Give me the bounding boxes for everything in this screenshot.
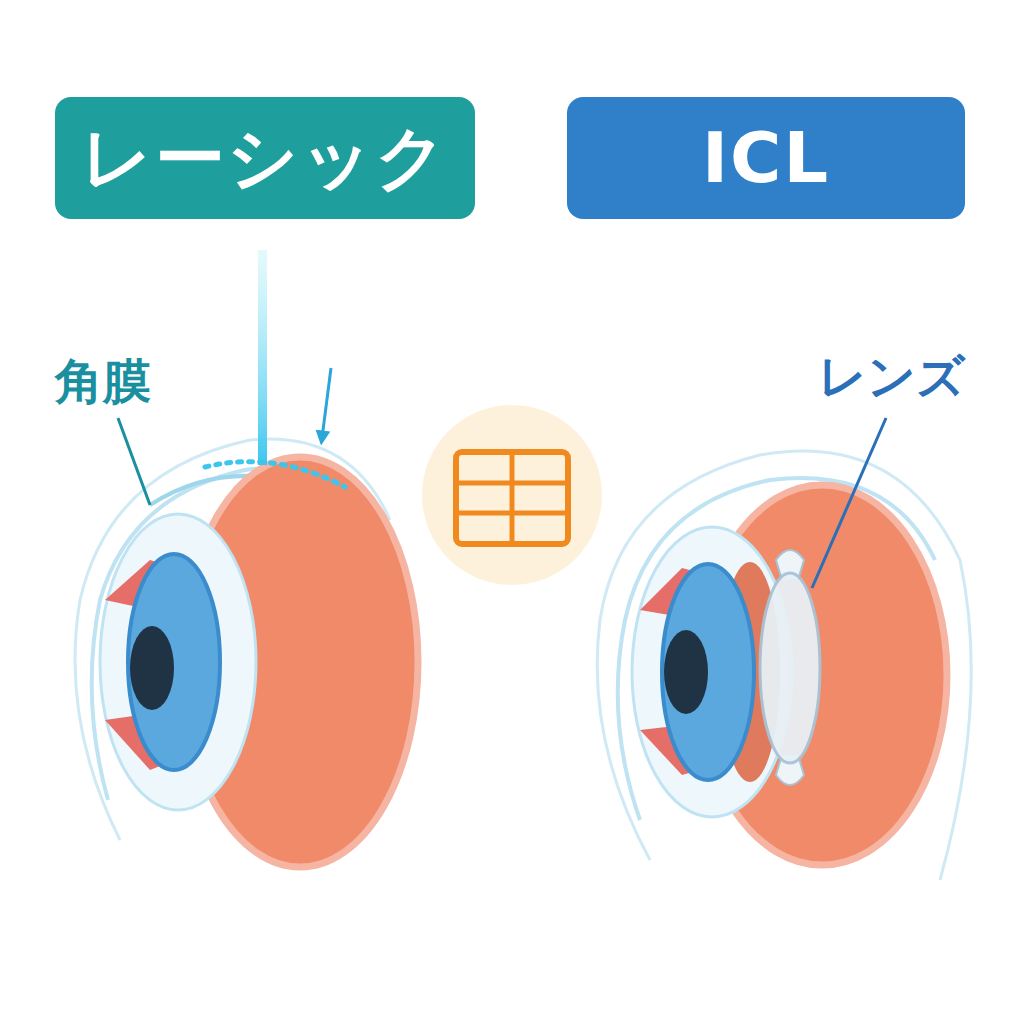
lasik-eye (75, 250, 418, 867)
header-text: レーシック (81, 120, 449, 197)
icl-eye (597, 418, 971, 880)
table-icon (422, 405, 602, 585)
header-box: ICL (567, 97, 965, 219)
header-box: レーシック (55, 97, 475, 219)
header-text: ICL (702, 120, 830, 197)
part-label: レンズ (818, 350, 965, 403)
part-label: 角膜 (55, 355, 151, 408)
